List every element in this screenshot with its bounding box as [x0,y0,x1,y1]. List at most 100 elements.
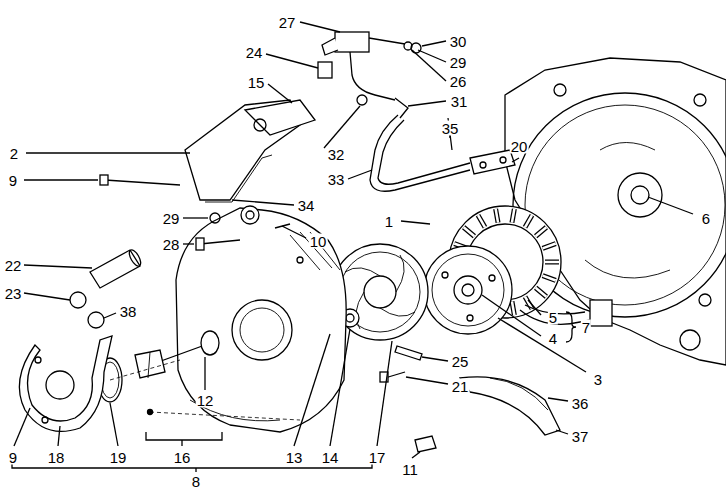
callout-number: 32 [327,147,346,162]
leader-lines [348,170,372,179]
flywheel-rotor [432,254,504,326]
stator [496,209,498,223]
callout-number: 29 [162,211,181,226]
water-pipe [480,162,486,168]
thermo-valve [369,38,405,44]
shroud [245,100,315,135]
water-pipe [470,150,515,174]
callout-number: 36 [571,396,590,411]
callout-number: 25 [451,354,470,369]
thermo-valve [350,52,395,100]
engine-case [699,294,711,306]
seal-strip [490,378,548,410]
callout-number: 19 [109,450,128,465]
callout-number: 24 [245,45,264,60]
leader-lines [183,243,194,244]
callout-number: 12 [196,393,215,408]
callout-number: 1 [384,214,394,229]
impeller [201,331,219,355]
fan [340,252,420,332]
water-pipe [357,95,367,105]
shroud [254,119,266,131]
dashed-guides [110,360,180,380]
impeller [135,350,165,378]
callout-number: 11 [401,462,419,477]
engine-case [554,84,566,96]
callout-number: 23 [4,286,23,301]
callout-number: 6 [701,211,711,226]
leader-lines [422,357,448,361]
callout-number: 9 [8,450,18,465]
leader-lines [12,22,693,472]
hose-and-clamps [127,248,143,268]
dashed-guides [150,412,300,420]
callout-number: 3 [593,372,603,387]
leader-lines [422,41,446,46]
stator [464,227,475,236]
leader-lines [408,101,446,106]
leader-lines [232,200,294,205]
leader-lines [482,295,541,336]
leader-lines [282,226,306,238]
pump-housing [297,257,303,263]
leader-lines [324,106,360,148]
callout-number: 2 [9,146,19,161]
seal-strip [460,377,560,435]
stator [464,227,475,236]
thermo-valve [322,38,338,55]
grommet [415,436,436,452]
stator [512,301,514,315]
hose-and-clamps [88,312,104,328]
leader-lines [204,357,205,390]
callout-number: 18 [47,450,66,465]
stator [543,276,556,281]
flywheel-rotor [424,246,512,334]
shroud [100,100,315,202]
pump-cover [19,336,112,431]
leader-lines [24,179,98,180]
callout-number: 26 [449,74,468,89]
leader-lines [406,377,448,384]
callout-number: 34 [297,198,316,213]
fan [364,276,396,308]
callout-number: 10 [309,234,328,249]
callout-number: 35 [441,121,460,136]
stator [536,227,547,236]
leader-lines [548,398,568,401]
leader-lines [268,84,292,103]
stator [543,244,556,249]
callout-number: 20 [510,139,529,154]
leader-lines [412,50,446,81]
stator [512,209,514,223]
callout-number: 15 [247,75,266,90]
hose-and-clamps [90,250,140,288]
fan-screws [395,346,422,360]
stator [512,301,514,315]
leader-lines [401,221,430,224]
stator [478,215,485,227]
stator [496,209,498,223]
flywheel-rotor [462,284,474,296]
leader-lines [512,158,519,162]
thermo-valve [411,43,421,53]
callout-number: 31 [450,94,469,109]
leader-lines [24,265,92,268]
pump-housing [176,206,346,432]
leader-lines [24,293,70,300]
leader-lines [412,452,420,458]
water-pipe [370,115,470,191]
shroud [100,175,108,185]
thermo-valve [335,32,369,52]
callout-number: 29 [449,55,468,70]
leader-lines [110,403,118,446]
callout-number: 17 [368,450,387,465]
grommet [415,436,436,452]
pump-cover [35,357,41,363]
engine-case [505,58,726,365]
engine-case [600,143,655,151]
stator [590,300,612,326]
stator [543,244,556,249]
stator [543,276,556,281]
leader-lines [294,334,330,446]
callout-number: 13 [285,450,304,465]
